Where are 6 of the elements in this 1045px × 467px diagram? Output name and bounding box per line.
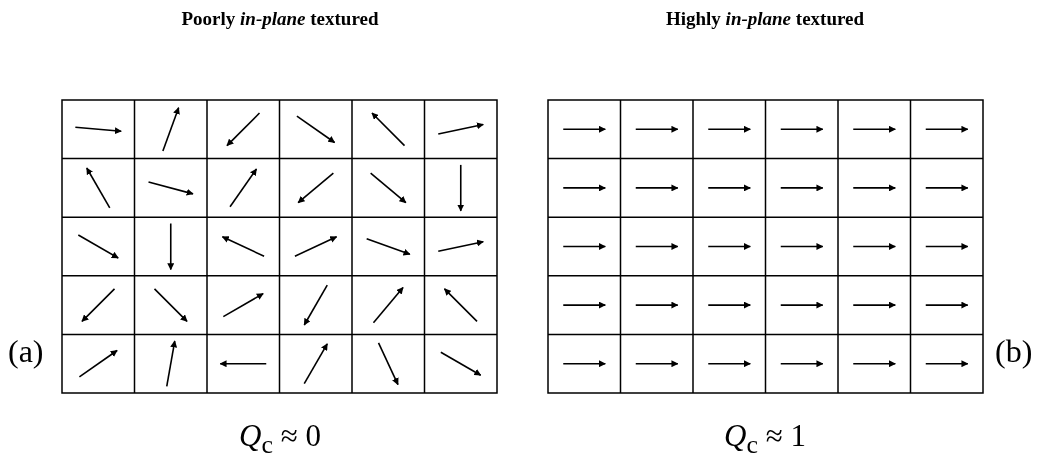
panel-label: (a) — [8, 333, 44, 370]
panel-label: (b) — [995, 333, 1033, 370]
panel-title: Highly in-plane textured — [665, 8, 865, 30]
order-parameter-label: Q$_{c}$ ≈ 0 — [239, 418, 321, 461]
order-parameter-label: Q$_{c}$ ≈ 1 — [724, 418, 806, 461]
panel-title: Poorly in-plane textured — [181, 8, 379, 30]
